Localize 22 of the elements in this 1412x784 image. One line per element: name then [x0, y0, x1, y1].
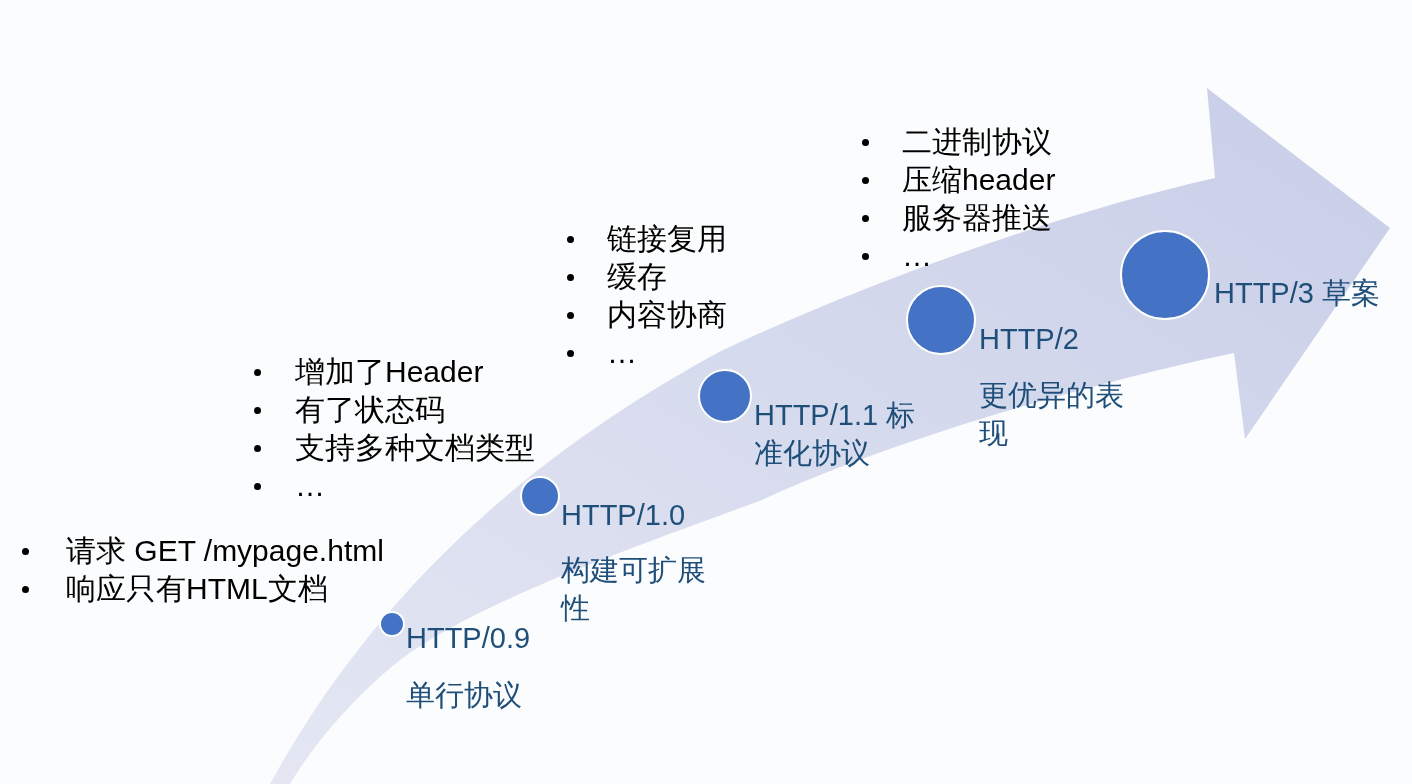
version-description: 构建可扩展性 — [561, 553, 707, 626]
feature-text: 请求 GET /mypage.html — [66, 533, 384, 569]
feature-text: 缓存 — [607, 259, 667, 295]
feature-text: … — [295, 468, 325, 504]
version-label: HTTP/3 草案 — [1214, 276, 1380, 311]
feature-text: 有了状态码 — [295, 392, 445, 428]
feature-text: … — [902, 238, 932, 274]
version-description: 更优异的表现 — [979, 378, 1125, 451]
version-label: HTTP/1.0 — [561, 498, 686, 533]
feature-text: 服务器推送 — [902, 200, 1052, 236]
feature-text: 链接复用 — [607, 221, 727, 257]
feature-text: 响应只有HTML文档 — [66, 571, 328, 607]
feature-text: 压缩header — [902, 162, 1056, 198]
feature-text: 二进制协议 — [902, 124, 1052, 160]
version-description: 单行协议 — [406, 678, 522, 713]
feature-text: 增加了Header — [295, 354, 484, 390]
feature-text: 支持多种文档类型 — [295, 430, 535, 466]
version-label: HTTP/0.9 — [406, 621, 531, 656]
feature-text: … — [607, 335, 637, 371]
version-label: HTTP/1.1 标准化协议 — [754, 398, 917, 471]
feature-text: 内容协商 — [607, 297, 727, 333]
version-label: HTTP/2 — [979, 322, 1079, 357]
